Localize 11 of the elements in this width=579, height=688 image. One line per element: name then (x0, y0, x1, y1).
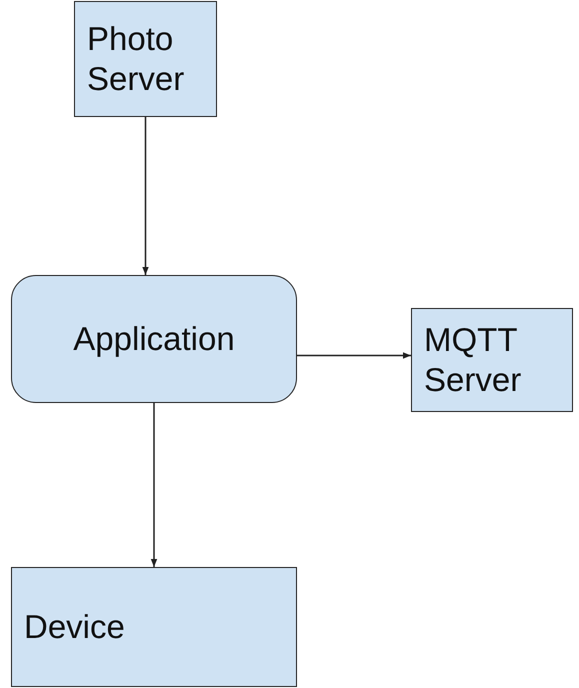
process-box (11, 567, 297, 687)
node-label: Photo Server (87, 19, 186, 99)
process-box (411, 308, 573, 412)
rounded-process-box (11, 275, 297, 403)
process-box (74, 1, 217, 117)
arrow (150, 403, 158, 567)
node-label: MQTT Server (424, 320, 522, 400)
arrow (142, 117, 149, 275)
arrow (297, 352, 411, 359)
node-label: Device (24, 607, 125, 647)
node-label: Application (73, 319, 235, 359)
